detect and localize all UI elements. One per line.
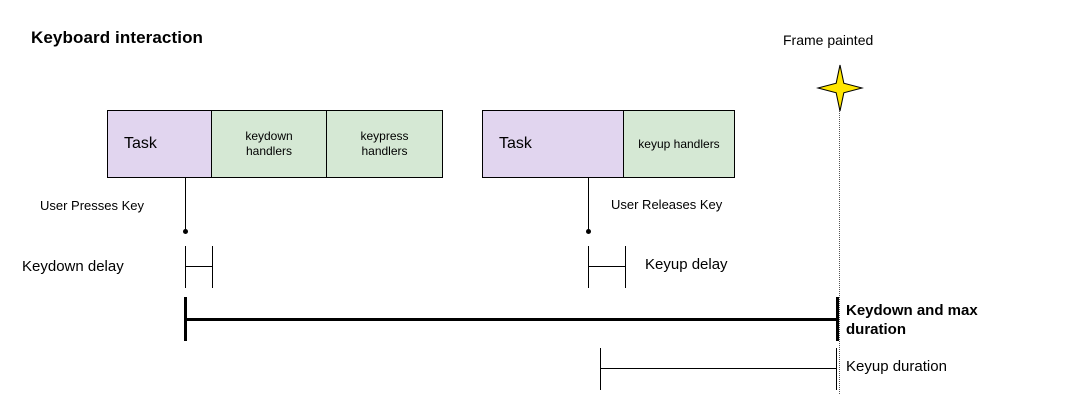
task-box-2: Task — [482, 110, 624, 178]
keyup-handlers-box: keyup handlers — [623, 110, 735, 178]
keyup-duration-bar — [600, 368, 837, 370]
star-icon — [816, 64, 864, 112]
keydown-max-duration-label: Keydown and max duration — [846, 302, 978, 339]
user-presses-key-arrow-stem — [185, 178, 187, 232]
user-presses-key-arrow-head — [182, 229, 188, 234]
user-presses-key-label: User Presses Key — [40, 198, 145, 213]
keydown-handlers-label-line1: keydown — [245, 129, 293, 144]
user-releases-key-label: User Releases Key — [611, 197, 723, 212]
frame-painted-dotted-line — [839, 104, 840, 394]
keypress-handlers-label: keypress handlers — [360, 129, 408, 158]
keypress-handlers-label-line1: keypress — [360, 129, 409, 144]
keypress-handlers-box: keypress handlers — [326, 110, 443, 178]
keydown-delay-label: Keydown delay — [22, 258, 124, 275]
user-releases-key-arrow-stem — [588, 178, 590, 232]
task-box-1: Task — [107, 110, 212, 178]
keydown-handlers-box: keydown handlers — [211, 110, 327, 178]
keydown-handlers-label-line2: handlers — [245, 144, 293, 158]
keydown-max-duration-bar — [184, 318, 838, 321]
keydown-delay-bar — [185, 266, 213, 268]
keyup-delay-label: Keyup delay — [645, 256, 728, 273]
keyup-delay-bar — [588, 266, 626, 268]
task-box-2-label: Task — [499, 135, 532, 153]
page-title: Keyboard interaction — [31, 28, 204, 47]
keypress-handlers-label-line2: handlers — [361, 144, 408, 158]
keyup-handlers-label: keyup handlers — [638, 136, 720, 151]
keyup-duration-label: Keyup duration — [846, 358, 947, 375]
task-box-1-label: Task — [124, 135, 157, 153]
keydown-handlers-label: keydown handlers — [245, 129, 292, 158]
user-releases-key-arrow-head — [585, 229, 591, 234]
frame-painted-label: Frame painted — [783, 32, 874, 48]
